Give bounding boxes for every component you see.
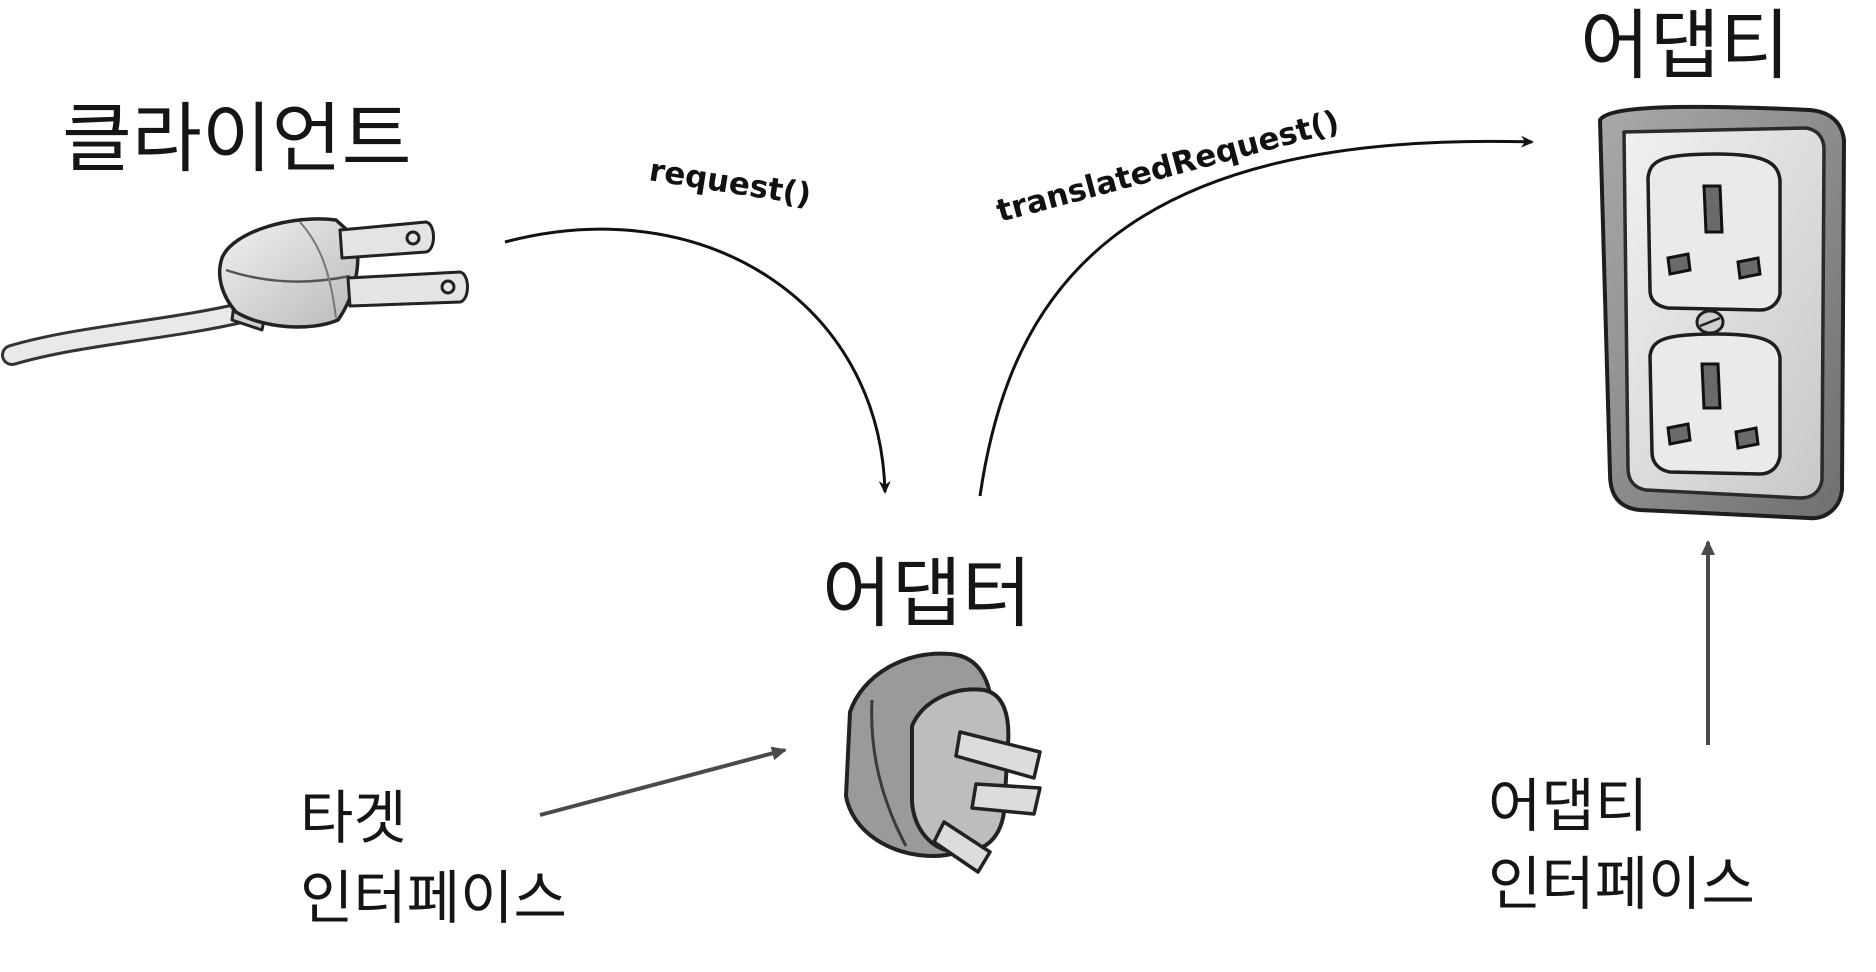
request-call-label: request() <box>647 152 814 213</box>
adaptee-interface-label-line2: 인터페이스 <box>1488 850 1755 918</box>
target-interface-label-line1: 타겟 <box>300 784 407 852</box>
adapter-label: 어댑터 <box>822 549 1032 638</box>
uk-wall-outlet-icon <box>1598 104 1846 521</box>
request-arrow <box>504 227 891 494</box>
adapter-plug-icon <box>844 651 1042 874</box>
target-interface-pointer-arrow <box>539 746 787 817</box>
us-plug-icon <box>1 217 469 366</box>
translated-request-arrow <box>978 135 1534 497</box>
target-interface-label-line2: 인터페이스 <box>300 864 567 932</box>
adaptee-interface-label-line1: 어댑티 <box>1488 772 1648 840</box>
adaptee-label: 어댑티 <box>1580 1 1790 90</box>
translated-request-call-label: translatedRequest() <box>993 104 1343 230</box>
client-label: 클라이언트 <box>62 94 412 183</box>
